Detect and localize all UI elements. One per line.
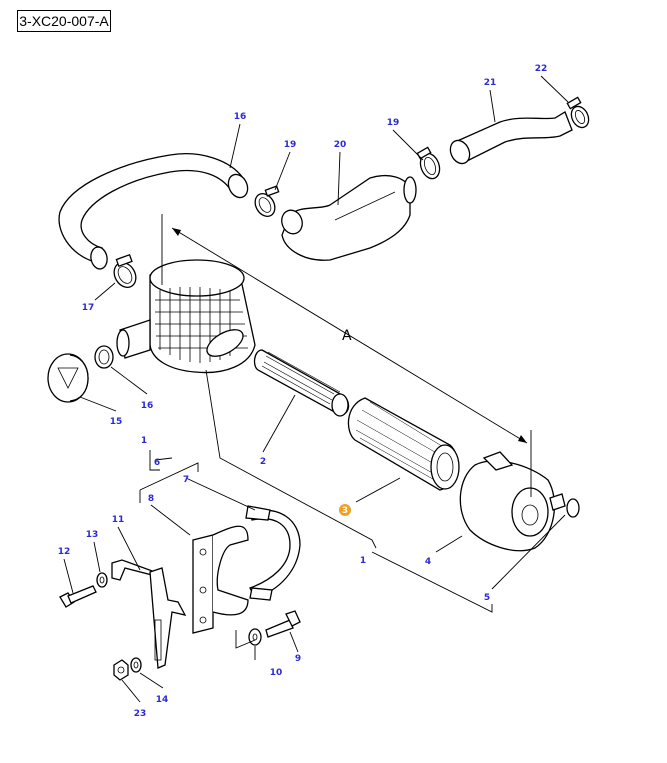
callout-16[interactable]: 16 <box>141 401 154 411</box>
intake-hose-part-18[interactable] <box>58 153 251 271</box>
hose-part-21[interactable] <box>447 111 573 167</box>
callout-4[interactable]: 4 <box>425 557 431 567</box>
dimension-a <box>161 214 532 497</box>
callout-2[interactable]: 2 <box>260 457 266 467</box>
callout-12[interactable]: 12 <box>58 547 71 557</box>
callout-18[interactable]: 16 <box>234 112 247 122</box>
callout-14[interactable]: 14 <box>156 695 169 705</box>
hose-clamp-part-19-left[interactable] <box>251 185 280 220</box>
inner-filter-element-part-2[interactable] <box>253 349 350 417</box>
washer-part-13[interactable] <box>96 572 108 588</box>
callout-13[interactable]: 13 <box>86 530 99 540</box>
callout-7[interactable]: 7 <box>183 475 189 485</box>
outer-filter-element-part-3[interactable] <box>347 397 460 491</box>
callout-9[interactable]: 9 <box>295 654 301 664</box>
washer-part-10[interactable] <box>248 628 262 646</box>
callout-8[interactable]: 8 <box>148 494 154 504</box>
hose-clamp-part-19-right[interactable] <box>416 146 443 181</box>
callout-labels: 16 19 20 19 21 22 17 15 16 2 3 4 5 1 6 7… <box>58 64 548 719</box>
callout-3-badge[interactable] <box>339 504 351 516</box>
seal-ring-part-5[interactable] <box>566 498 580 518</box>
nut-part-23[interactable] <box>113 659 129 681</box>
dust-cap-part-15[interactable] <box>47 353 89 403</box>
dimension-a-label: A <box>342 328 352 344</box>
seal-ring-part-16[interactable] <box>94 345 114 369</box>
intake-housing-mesh <box>116 259 256 374</box>
callout-11[interactable]: 11 <box>112 515 125 525</box>
diagram-reference-label: 3-XC20-007-A <box>17 10 111 32</box>
callout-1-bottom[interactable]: 1 <box>360 556 366 566</box>
callout-3[interactable]: 3 <box>342 506 348 516</box>
callout-21[interactable]: 21 <box>484 78 497 88</box>
callout-19-left[interactable]: 19 <box>284 140 297 150</box>
callout-17[interactable]: 17 <box>82 303 95 313</box>
bolt-part-12[interactable] <box>59 585 97 608</box>
callout-5[interactable]: 5 <box>484 593 490 603</box>
washer-part-14[interactable] <box>130 657 142 673</box>
elbow-duct-part-20[interactable] <box>278 174 417 261</box>
callout-10[interactable]: 10 <box>270 668 283 678</box>
mounting-band-part-7[interactable] <box>245 505 301 601</box>
callout-23[interactable]: 23 <box>134 709 147 719</box>
callout-15[interactable]: 15 <box>110 417 123 427</box>
callout-19-right[interactable]: 19 <box>387 118 400 128</box>
mounting-bracket-part-8[interactable] <box>192 525 249 634</box>
bolt-part-9[interactable] <box>265 610 301 638</box>
hose-clamp-part-17[interactable] <box>110 253 140 291</box>
callout-6[interactable]: 6 <box>154 458 160 468</box>
end-cover-part-4[interactable] <box>459 451 566 552</box>
hose-clamp-part-22[interactable] <box>566 96 592 130</box>
leader-lines <box>63 75 569 703</box>
callout-1-top[interactable]: 1 <box>141 436 147 446</box>
support-bracket-part-11[interactable] <box>111 559 187 669</box>
callout-20[interactable]: 20 <box>334 140 347 150</box>
callout-22[interactable]: 22 <box>535 64 548 74</box>
